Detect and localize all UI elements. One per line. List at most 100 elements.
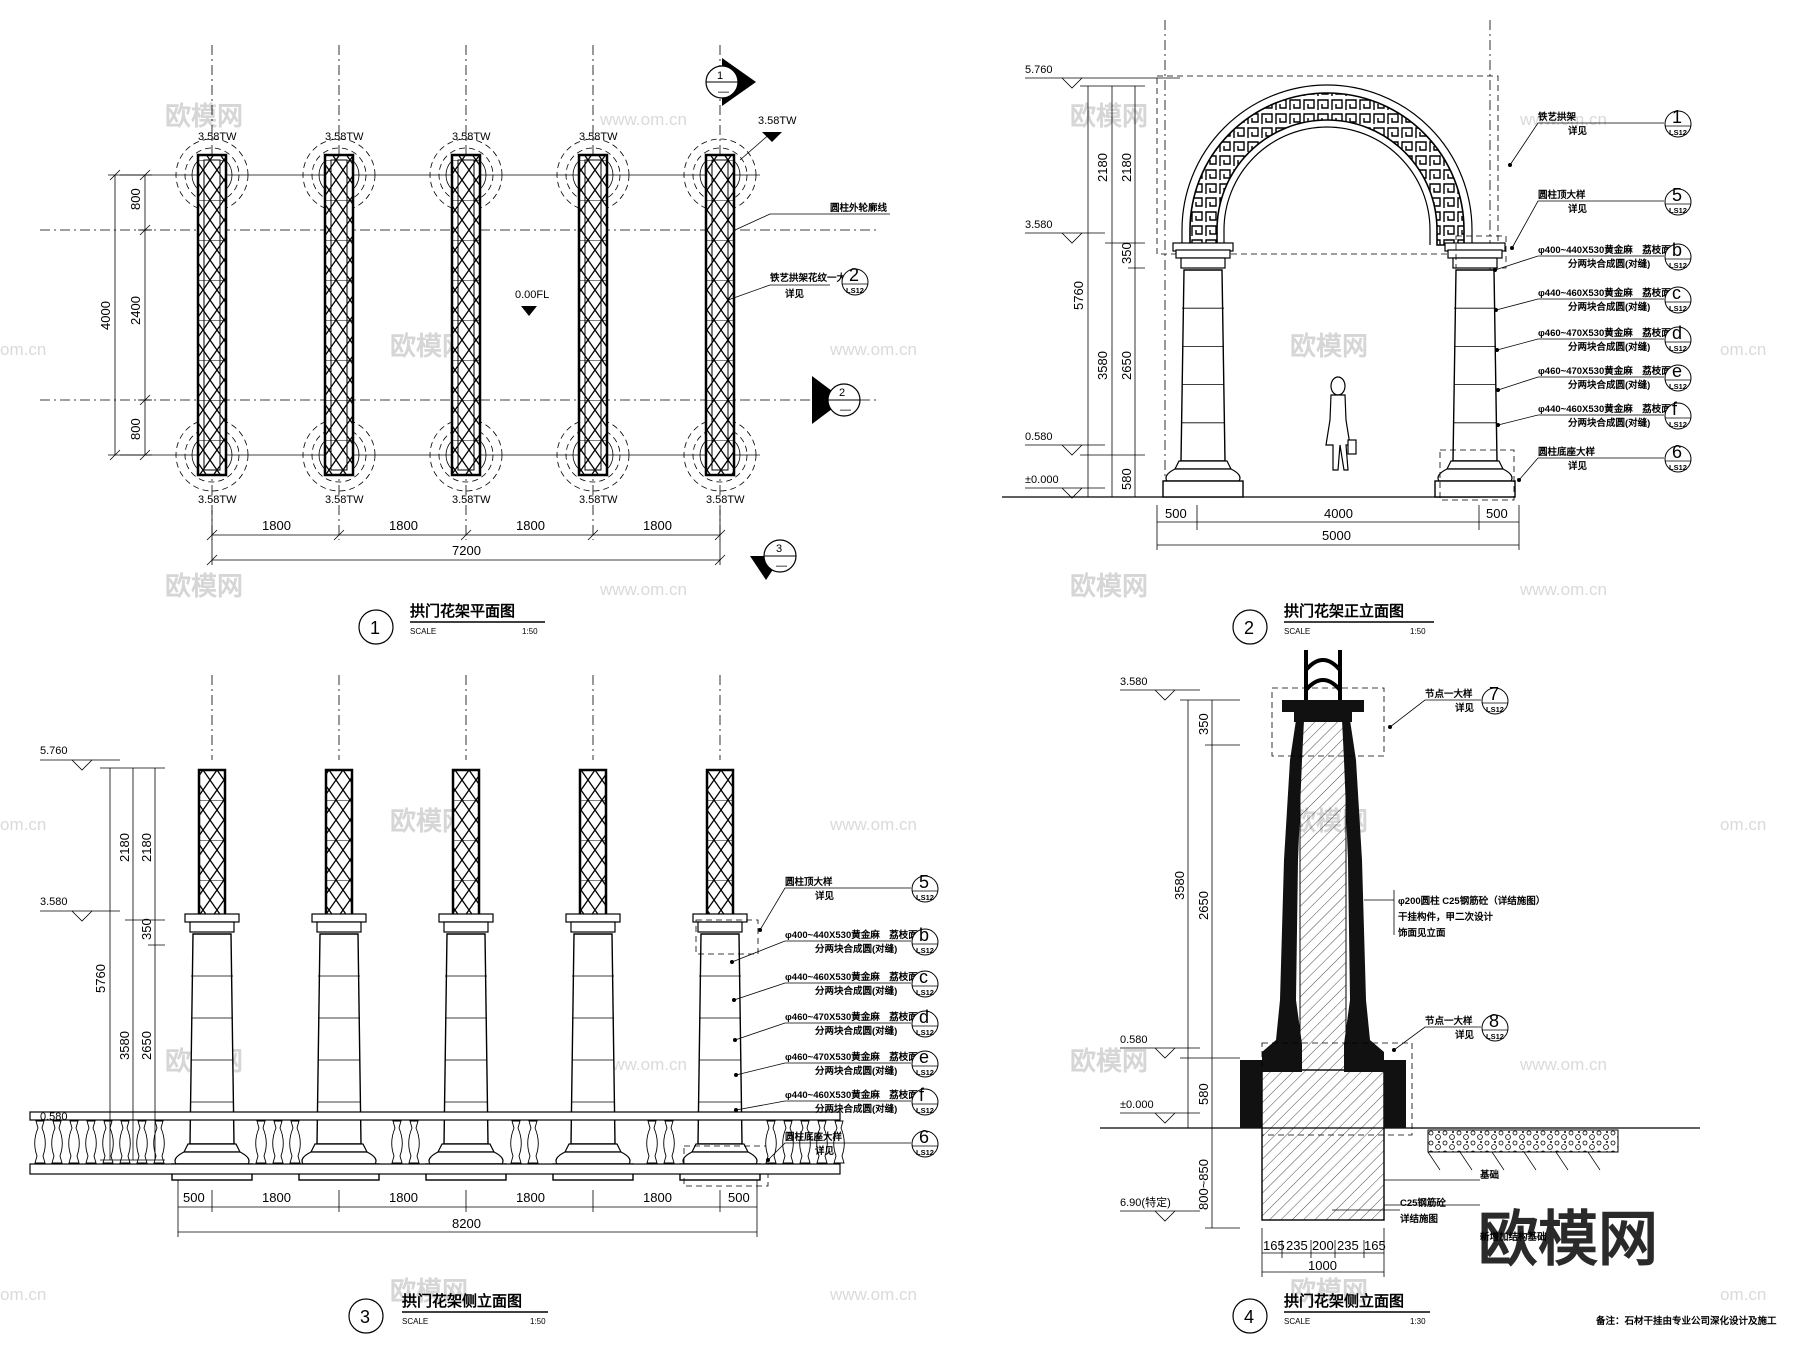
callout-subtext: 分两块合成圆(对缝) — [1568, 341, 1650, 353]
callout-sheet: LS12 — [916, 893, 934, 902]
callout-text: φ460~470X530黄金麻 荔枝面 — [785, 1051, 918, 1063]
callout-sheet: LS12 — [916, 1068, 934, 1077]
level-label: 3.580 — [1025, 219, 1053, 231]
cladding-right — [1342, 720, 1384, 1072]
dim-500: 500 — [183, 1190, 205, 1205]
watermark-url: om.cn — [1720, 815, 1766, 834]
callout-number: e — [919, 1047, 929, 1067]
front-vdims — [1080, 85, 1145, 498]
section-mark-3: 3 — — [750, 539, 797, 580]
view-number: 3 — [360, 1307, 370, 1327]
dim-v: 800~850 — [1196, 1159, 1211, 1210]
watermark-cn: 欧模网 — [1070, 1046, 1148, 1076]
svg-text:—: — — [718, 86, 729, 98]
dim-1800: 1800 — [516, 1190, 545, 1205]
callout-text: 节点一大样 — [1425, 1015, 1473, 1027]
callout-sheet: LS12 — [916, 988, 934, 997]
side-balustrade — [29, 1111, 845, 1175]
stone-column — [679, 913, 761, 1181]
callout-sheet: LS12 — [1669, 382, 1687, 391]
watermark-url: www.om.cn — [599, 1055, 687, 1074]
scale-value: 1:50 — [530, 1317, 546, 1326]
dim-v: 2650 — [1196, 891, 1211, 920]
svg-text:—: — — [840, 404, 851, 416]
level-label: 0.580 — [1120, 1034, 1148, 1046]
scale-value: 1:50 — [1410, 627, 1426, 636]
floor-level-label: 0.00FL — [515, 289, 549, 301]
front-levels: 5.760 3.580 0.580 ±0.000 — [1025, 64, 1180, 499]
callout-text: φ440~460X530黄金麻 荔枝面 — [1538, 403, 1671, 415]
scale-value: 1:30 — [1410, 1317, 1426, 1326]
dim-v: 580 — [1119, 468, 1134, 490]
view-title-1: 1 拱门花架平面图 SCALE 1:50 — [358, 602, 545, 645]
callout-subtext: 详见 — [1568, 460, 1588, 472]
callout-subtext: 详见 — [1568, 203, 1588, 215]
watermark-cn: 欧模网 — [1070, 571, 1148, 601]
view-title-2: 2 拱门花架正立面图 SCALE 1:50 — [1232, 602, 1434, 645]
stone-column — [298, 913, 380, 1181]
dim-v: 2180 — [117, 833, 132, 862]
watermark-url: www.om.cn — [829, 340, 917, 359]
level-label: 0.580 — [40, 1111, 68, 1123]
footnote: 备注：石材干挂由专业公司深化设计及施工 — [1595, 1315, 1777, 1327]
section-note: 新增加结构基础 — [1480, 1231, 1547, 1243]
dim-1000: 1000 — [1308, 1258, 1337, 1273]
level-label: 5.760 — [1025, 64, 1053, 76]
section-mark-label: 1 — [717, 70, 723, 82]
callout-subtext: 分两块合成圆(对缝) — [815, 1103, 897, 1115]
callout-text: 节点一大样 — [1425, 688, 1473, 700]
side-vdims — [100, 767, 165, 1161]
callout-subtext: 分两块合成圆(对缝) — [815, 943, 897, 955]
level-label: 5.760 — [40, 745, 68, 757]
front-bottom-dims — [1156, 505, 1520, 550]
callout-text: φ440~460X530黄金麻 荔枝面 — [785, 971, 918, 983]
view-number: 4 — [1244, 1307, 1254, 1327]
callout-sheet: LS12 — [916, 946, 934, 955]
callout-number: c — [1672, 283, 1681, 303]
callout-sheet: LS12 — [916, 1028, 934, 1037]
section-mark-2: 2 — — [812, 376, 861, 424]
iron-lattice — [324, 768, 354, 922]
watermark-url: www.om.cn — [599, 580, 687, 599]
watermark-url: om.cn — [0, 1285, 46, 1304]
callout-number: d — [1672, 323, 1682, 343]
callout-number: 2 — [849, 265, 859, 285]
dim-small: 165 — [1364, 1238, 1386, 1253]
section-note: φ200圆柱 C25钢筋砼（详结施图） — [1398, 895, 1545, 907]
dim-v: 2650 — [1119, 351, 1134, 380]
tw-label: 3.58TW — [579, 494, 618, 506]
dim-800: 800 — [128, 188, 143, 210]
dim-v: 350 — [139, 918, 154, 940]
note-column-outline: 圆柱外轮廓线 — [830, 202, 888, 214]
dim-2400: 2400 — [128, 296, 143, 325]
tw-label: 3.58TW — [198, 494, 237, 506]
callout-number: c — [919, 967, 928, 987]
callout-sheet: LS12 — [916, 1106, 934, 1115]
dim-8200: 8200 — [452, 1216, 481, 1231]
plan-arch-beams — [175, 138, 757, 492]
callout-subtext: 详见 — [815, 890, 835, 902]
callout-text: 圆柱底座大样 — [1538, 446, 1596, 458]
callout-subtext: 详见 — [1455, 702, 1475, 714]
level-label: 0.580 — [1025, 431, 1053, 443]
tw-label: 3.58TW — [325, 494, 364, 506]
callout-sheet: LS12 — [916, 1148, 934, 1157]
dim-v: 580 — [1196, 1083, 1211, 1105]
dim-4000: 4000 — [1324, 506, 1353, 521]
callout-sheet: LS12 — [1669, 206, 1687, 215]
watermark-big-logo: 欧模网 — [1478, 1206, 1658, 1273]
watermark-url: om.cn — [1720, 340, 1766, 359]
callout-subtext: 分两块合成圆(对缝) — [1568, 301, 1650, 313]
callout-number: 6 — [919, 1127, 929, 1147]
watermark-url: www.om.cn — [1519, 1055, 1607, 1074]
callout-number: d — [919, 1007, 929, 1027]
watermark-cn: 欧模网 — [1290, 331, 1368, 361]
callout-text: 圆柱底座大样 — [785, 1131, 843, 1143]
